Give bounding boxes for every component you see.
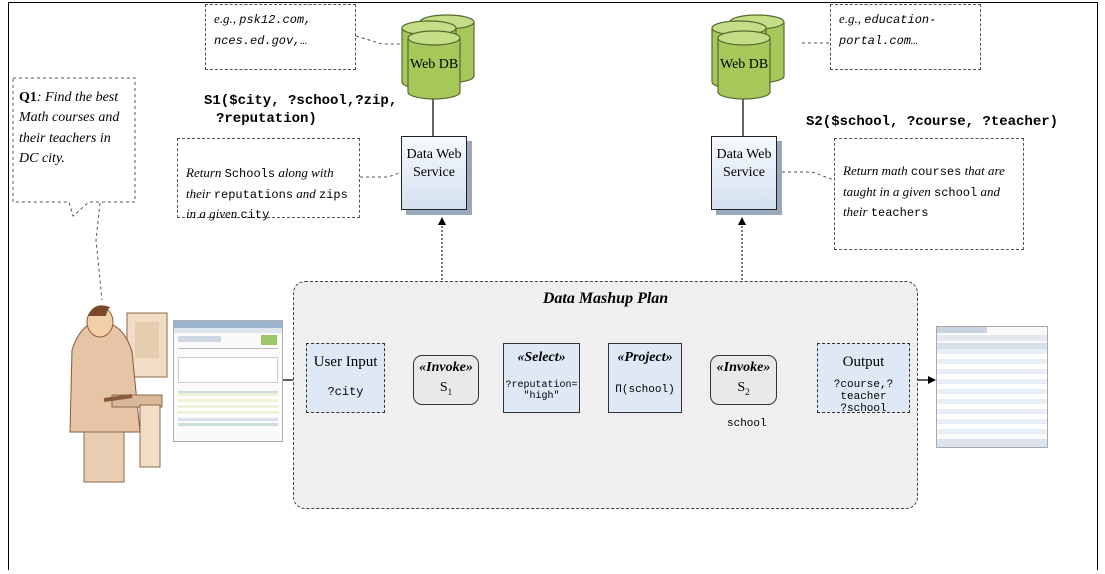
s2-signature: S2($school, ?course, ?teacher) xyxy=(806,114,1059,130)
s2-note-d: school xyxy=(934,185,978,200)
figure-frame xyxy=(8,2,1098,570)
invoke-s2-service: S xyxy=(737,380,746,395)
s2-note-e: and their xyxy=(843,183,1000,220)
s1-note-connector xyxy=(360,171,403,178)
s1-note-e: and xyxy=(293,185,320,201)
s2-note-connector xyxy=(782,171,835,181)
db2-cylinders xyxy=(711,14,785,100)
db1-cylinders xyxy=(401,14,475,100)
project-label: «Project» xyxy=(617,350,673,365)
mashup-plan-container: Data Mashup Plan xyxy=(293,281,918,509)
user-input-label: User Input xyxy=(313,354,378,370)
s1-note-b: Schools xyxy=(224,167,276,181)
output-label: Output xyxy=(842,354,885,370)
s2-note: Return math courses that are taught in a… xyxy=(834,138,1024,250)
project-op: «Project» Π(school) xyxy=(608,343,682,413)
s1-note-d: reputations xyxy=(213,187,294,202)
s1-note-c: along with their xyxy=(186,165,334,201)
s2-service-label: Data Web Service xyxy=(716,147,772,180)
invoke-s1-op: «Invoke» S1 xyxy=(413,355,479,405)
invoke-s2-op: «Invoke» S2 xyxy=(710,355,777,405)
select-cond-line1: ?reputation= xyxy=(505,380,578,391)
project-expr: Π(school) xyxy=(615,384,675,396)
s2-note-b: courses xyxy=(910,165,962,179)
question-bubble-shape xyxy=(12,77,136,217)
invoke-s2-label: «Invoke» xyxy=(716,360,771,375)
invoke-s2-index: 2 xyxy=(745,386,750,397)
s2-note-a: Return math xyxy=(843,163,911,178)
s1-note-f: zips xyxy=(319,187,348,202)
db1-note-sites: psk12.com, nces.ed.gov,… xyxy=(214,13,312,48)
s1-signature: S1($city, ?school,?zip, ?reputation) xyxy=(204,92,397,128)
select-label: «Select» xyxy=(517,350,566,365)
user-input-var: ?city xyxy=(327,385,364,399)
s1-note-g: in a given xyxy=(186,206,241,222)
db2-note-sites: education-portal.com… xyxy=(839,13,937,48)
output-table-screenshot xyxy=(936,326,1048,448)
db1-label: Web DB xyxy=(410,57,459,72)
output-box: Output ?course,?teacher ?school xyxy=(817,343,910,415)
invoke-s1-label: «Invoke» xyxy=(419,360,473,375)
db2-note: e.g., education-portal.com… xyxy=(830,4,981,70)
school-flow-label: school xyxy=(727,418,767,430)
select-cond-line2: "high" xyxy=(523,391,560,402)
db1-note: e.g., psk12.com, nces.ed.gov,… xyxy=(205,4,356,70)
select-op: «Select» ?reputation= "high" xyxy=(503,343,580,413)
invoke-s1-index: 1 xyxy=(447,386,453,397)
s1-note-h: city xyxy=(240,208,270,223)
s1-data-web-service: Data Web Service xyxy=(401,136,467,210)
plan-title: Data Mashup Plan xyxy=(542,290,669,307)
invoke-s1-service: S xyxy=(439,380,448,395)
db2-note-prefix: e.g., xyxy=(839,11,862,26)
s2-data-web-service: Data Web Service xyxy=(711,136,777,210)
output-vars-line2: ?school xyxy=(840,403,887,415)
s1-note: Return Schools along with their reputati… xyxy=(177,138,360,222)
output-vars-line1: ?course,?teacher xyxy=(833,379,894,403)
s2-note-c: that are taught in a given xyxy=(843,163,1005,199)
db1-note-prefix: e.g., xyxy=(214,11,237,26)
s1-signature-line1: S1($city, ?school,?zip, xyxy=(204,93,398,109)
db1-note-connector xyxy=(355,35,400,45)
question-connector xyxy=(95,202,103,301)
question-label: Q1 xyxy=(19,90,37,105)
s1-service-label: Data Web Service xyxy=(406,147,462,180)
s1-signature-line2: ?reputation) xyxy=(216,111,317,128)
question-text: Q1: Find the best Math courses and their… xyxy=(19,88,133,169)
s2-note-f: teachers xyxy=(870,206,929,221)
db2-label: Web DB xyxy=(720,57,769,72)
user-at-computer-illustration xyxy=(69,305,168,483)
user-input-box: User Input ?city xyxy=(306,343,385,413)
question-body: : Find the best Math courses and their t… xyxy=(19,90,120,166)
s1-note-a: Return xyxy=(186,165,225,180)
input-form-screenshot xyxy=(173,320,283,442)
